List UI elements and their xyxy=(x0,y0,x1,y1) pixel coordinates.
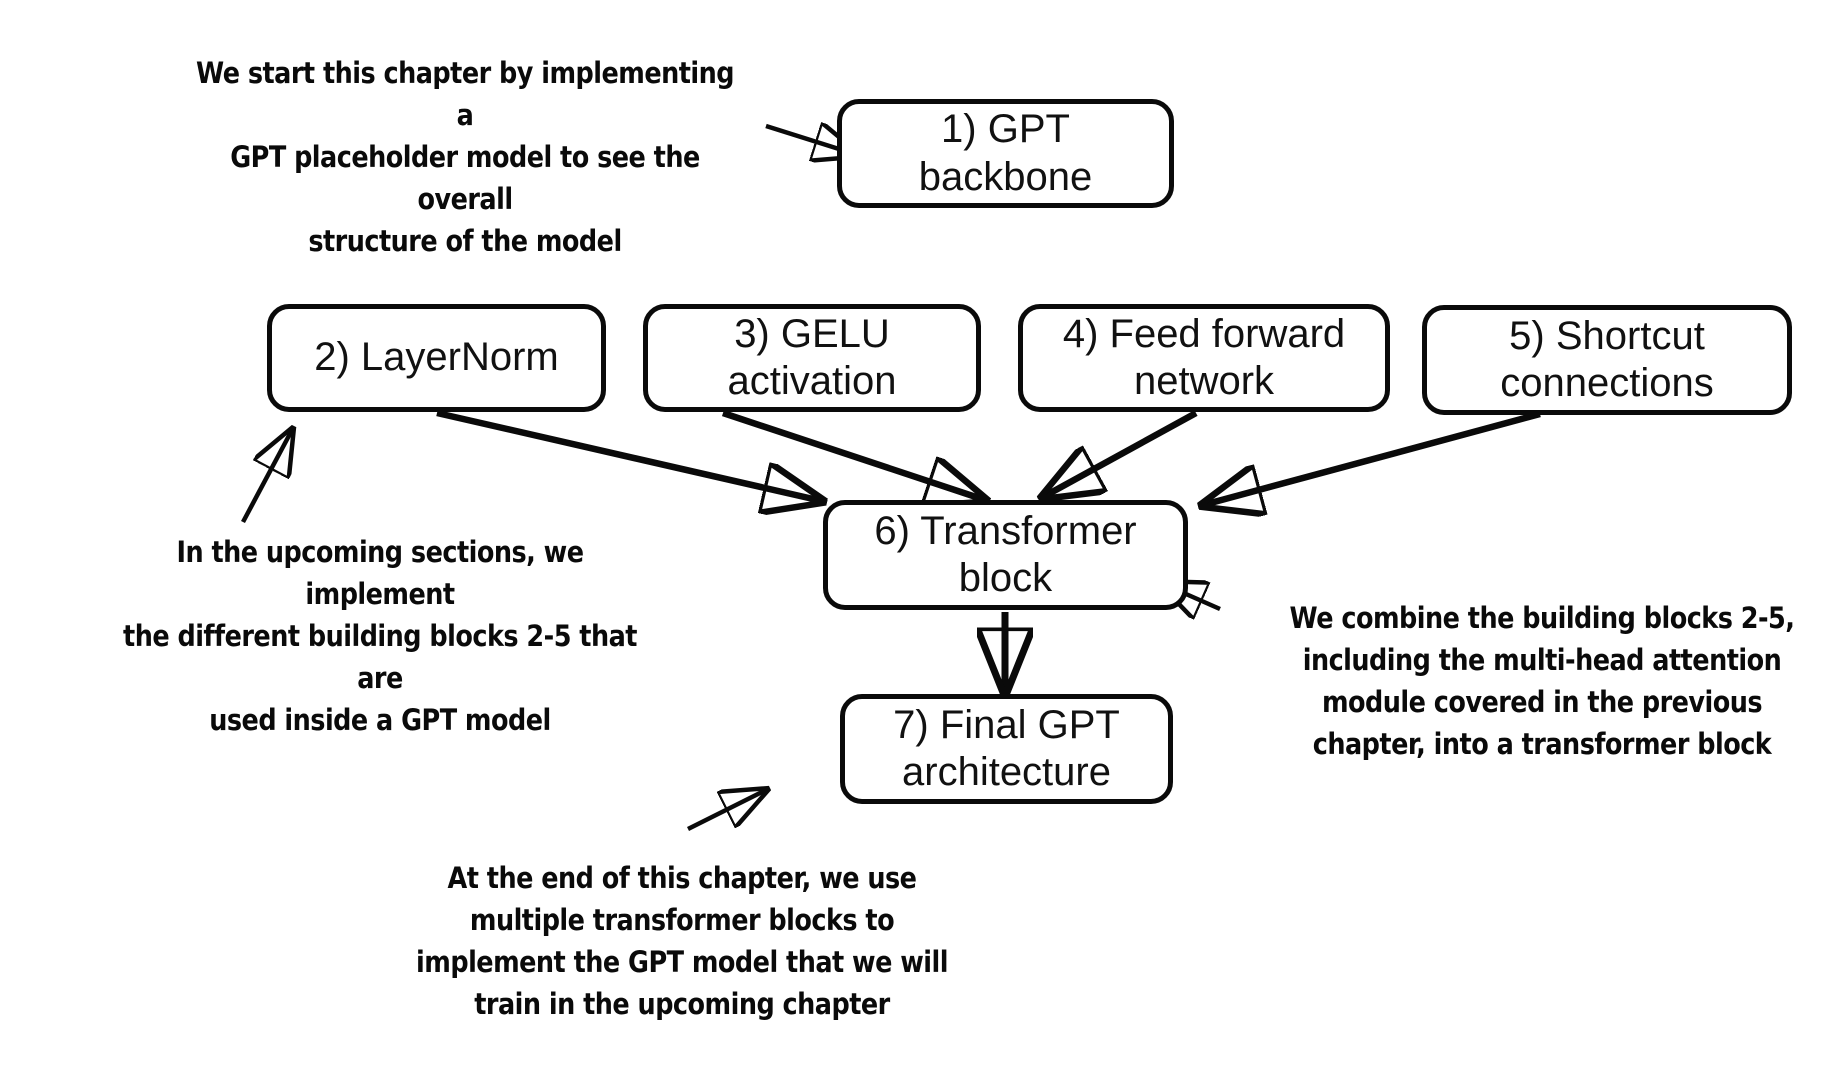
node-transformer-block[interactable]: 6) Transformer block xyxy=(823,500,1188,610)
edge-gelu-to-block xyxy=(721,409,985,500)
node-final-gpt-architecture[interactable]: 7) Final GPT architecture xyxy=(840,694,1173,804)
node-gpt-backbone-label: 1) GPT backbone xyxy=(918,107,1093,199)
node-feed-forward[interactable]: 4) Feed forward network xyxy=(1018,304,1390,412)
node-layernorm[interactable]: 2) LayerNorm xyxy=(267,304,606,412)
node-gelu-activation-label: 3) GELU activation xyxy=(727,311,897,403)
edge-note-end-to-final xyxy=(686,790,766,832)
node-feed-forward-label: 4) Feed forward network xyxy=(1062,311,1346,403)
annotation-end-of-chapter: At the end of this chapter, we use multi… xyxy=(416,861,948,1022)
node-shortcut-connections[interactable]: 5) Shortcut connections xyxy=(1422,305,1792,415)
node-gelu-activation[interactable]: 3) GELU activation xyxy=(643,304,981,412)
edge-layernorm-to-block xyxy=(436,409,822,501)
node-transformer-block-label: 6) Transformer block xyxy=(874,508,1137,600)
annotation-building-blocks: In the upcoming sections, we implement t… xyxy=(123,535,637,738)
annotation-combine: We combine the building blocks 2-5, incl… xyxy=(1289,601,1795,762)
node-final-gpt-architecture-label: 7) Final GPT architecture xyxy=(893,702,1120,794)
node-gpt-backbone[interactable]: 1) GPT backbone xyxy=(837,99,1174,208)
edge-shortcut-to-block xyxy=(1203,410,1541,505)
node-layernorm-label: 2) LayerNorm xyxy=(314,335,559,380)
edge-note-blocks-to-layernorm xyxy=(241,430,292,524)
node-shortcut-connections-label: 5) Shortcut connections xyxy=(1500,313,1714,405)
annotation-intro: We start this chapter by implementing a … xyxy=(195,56,735,259)
edge-feedforward-to-block xyxy=(1043,410,1198,497)
